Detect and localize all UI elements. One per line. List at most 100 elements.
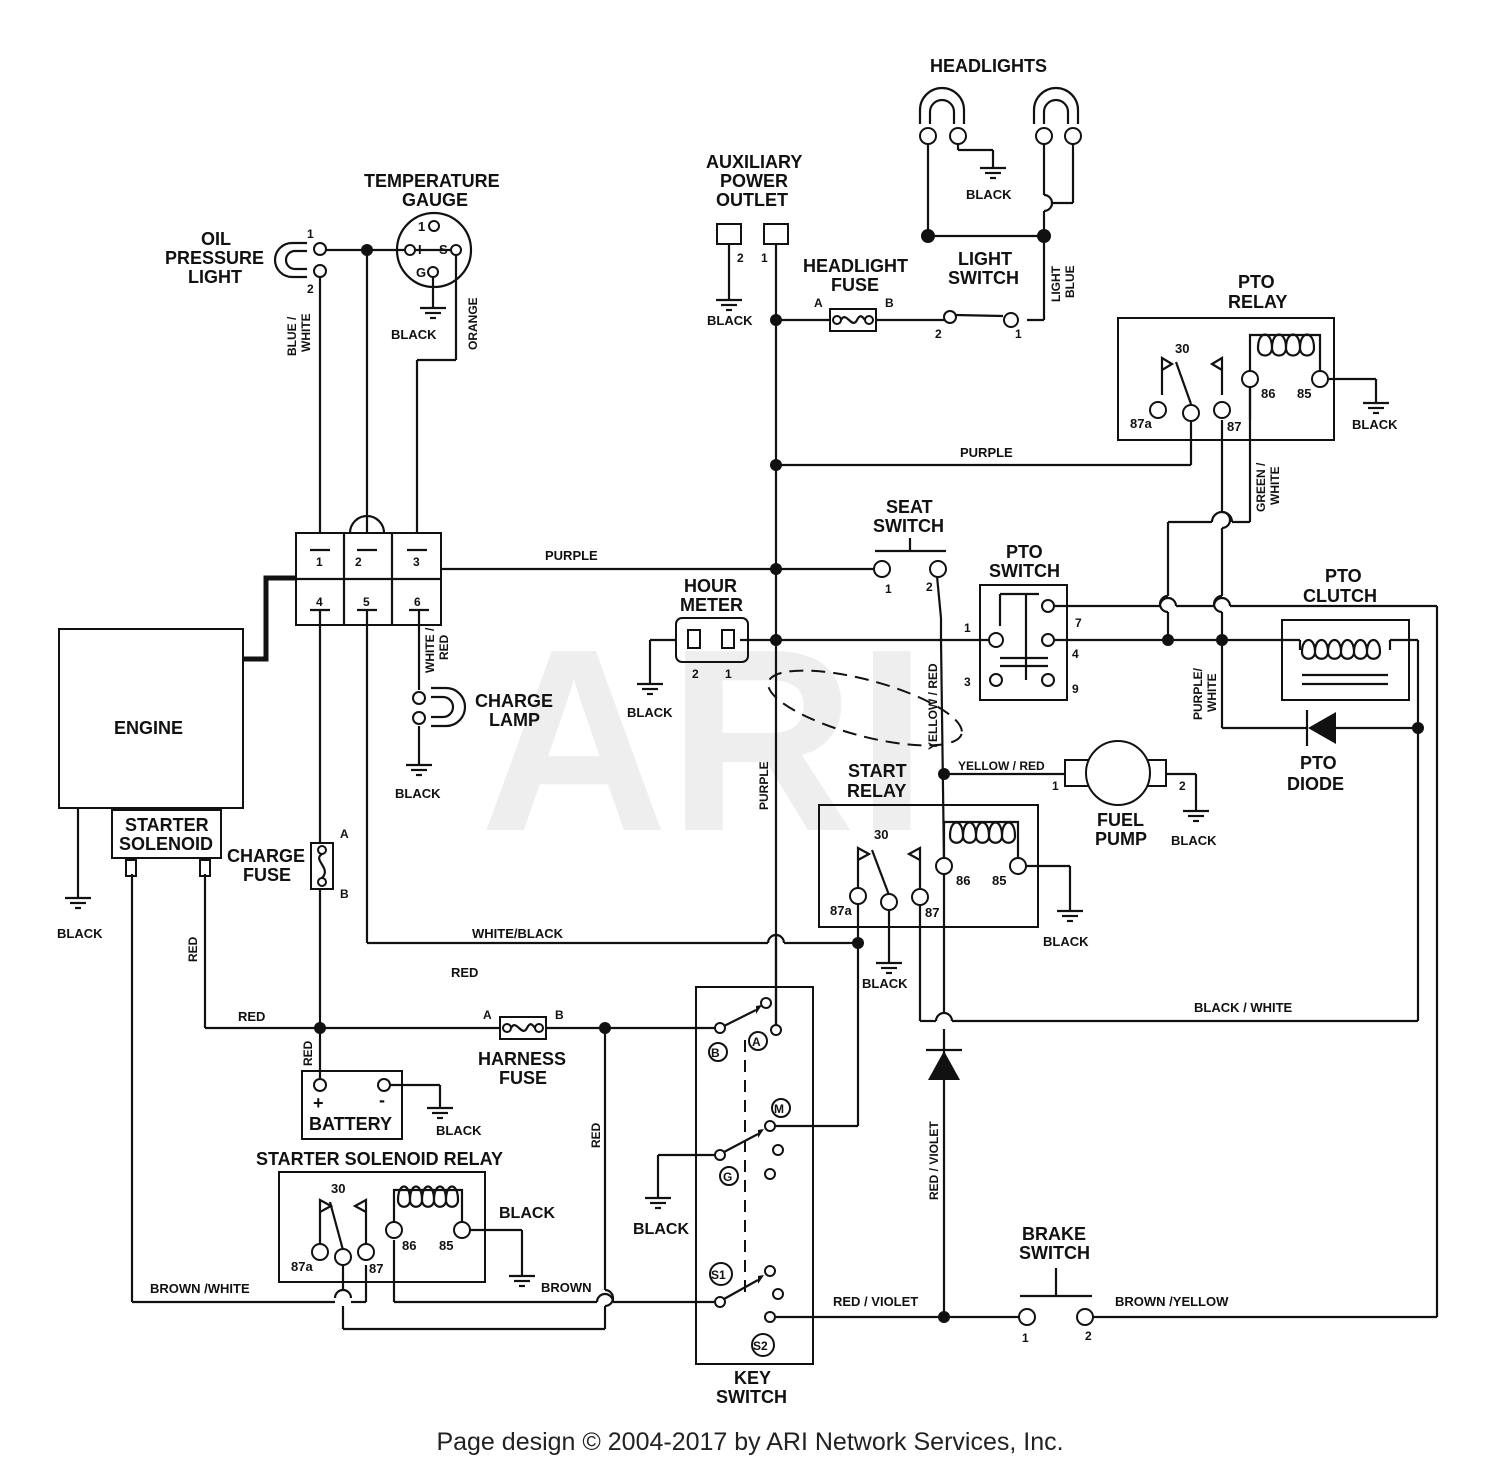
svg-text:4: 4 [316,595,323,609]
blue-white-wire-label-2: WHITE [299,313,313,352]
brown-wire-label: BROWN [541,1280,592,1295]
svg-text:PTO: PTO [1300,753,1337,773]
start-relay: START RELAY 30 87a 87 86 85 BLACK BLACK [818,761,1089,991]
svg-text:1: 1 [418,219,425,234]
red-wire-label-4: RED [301,1040,315,1066]
fuel-pump-ground-label: BLACK [1171,833,1217,848]
svg-text:85: 85 [439,1238,453,1253]
svg-text:PTO: PTO [1238,272,1275,292]
svg-text:SWITCH: SWITCH [873,516,944,536]
solenoid-relay-ground-label: BLACK [499,1205,555,1222]
svg-text:1: 1 [761,251,768,265]
brown-white-wire-label: BROWN /WHITE [150,1281,250,1296]
auxiliary-power-outlet: AUXILIARY POWER OUTLET 2 1 BLACK [706,152,802,328]
svg-text:87: 87 [369,1261,383,1276]
svg-text:SWITCH: SWITCH [716,1387,787,1407]
red-wire-label-5: RED [589,1122,603,1148]
svg-text:CLUTCH: CLUTCH [1303,586,1377,606]
svg-text:I: I [418,242,422,257]
key-switch: B A M G S1 S2 KEY SWITCH BLACK [633,986,814,1407]
svg-text:B: B [711,1046,720,1060]
white-black-wire-label: WHITE/BLACK [472,926,564,941]
svg-text:STARTER: STARTER [125,815,209,835]
pto-switch: PTO SWITCH 1 3 7 4 9 [964,542,1082,701]
svg-text:87: 87 [925,905,939,920]
svg-text:2: 2 [307,282,314,296]
svg-text:87a: 87a [291,1259,313,1274]
seat-switch: SEAT SWITCH 1 2 [873,497,947,596]
starter-solenoid-relay: STARTER SOLENOID RELAY 30 87a 87 86 85 B… [150,1149,592,1296]
battery: + - BATTERY BLACK [301,1070,482,1140]
svg-text:BATTERY: BATTERY [309,1114,392,1134]
engine: ENGINE STARTER SOLENOID BLACK [57,628,244,941]
svg-text:4: 4 [1072,647,1079,661]
wires [76,144,1439,1331]
svg-text:2: 2 [355,555,362,569]
svg-text:1: 1 [307,227,314,241]
light-blue-wire-label-2: BLUE [1063,265,1077,298]
svg-text:30: 30 [331,1181,345,1196]
svg-text:86: 86 [402,1238,416,1253]
svg-text:B: B [340,887,349,901]
svg-text:LAMP: LAMP [489,710,540,730]
red-violet-wire-label-1: RED / VIOLET [927,1121,941,1200]
pto-relay-ground-label: BLACK [1352,417,1398,432]
svg-text:S2: S2 [753,1339,768,1353]
red-wire-label-2: RED [451,965,478,980]
svg-text:CHARGE: CHARGE [227,846,305,866]
yellow-red-wire-label-2: YELLOW / RED [958,759,1045,773]
svg-text:FUEL: FUEL [1097,810,1144,830]
svg-text:HARNESS: HARNESS [478,1049,566,1069]
svg-text:SWITCH: SWITCH [989,561,1060,581]
svg-text:A: A [814,296,823,310]
svg-text:B: B [555,1008,564,1022]
svg-text:2: 2 [692,667,699,681]
svg-text:G: G [723,1170,732,1184]
pto-clutch: PTO CLUTCH PURPLE/ WHITE [1191,566,1410,720]
svg-text:86: 86 [1261,386,1275,401]
svg-text:FUSE: FUSE [243,865,291,885]
svg-text:FUSE: FUSE [499,1068,547,1088]
svg-text:9: 9 [1072,682,1079,696]
svg-text:1: 1 [1052,779,1059,793]
svg-text:METER: METER [680,595,743,615]
svg-text:2: 2 [1179,779,1186,793]
purple-wire-label-2: PURPLE [545,548,598,563]
svg-text:FUSE: FUSE [831,275,879,295]
purple-wire-label-3: PURPLE [757,761,771,810]
pto-relay: PTO RELAY 30 87a 87 86 85 BLACK PURPLE G… [960,272,1398,512]
svg-text:PTO: PTO [1006,542,1043,562]
svg-text:2: 2 [935,327,942,341]
svg-text:A: A [340,827,349,841]
watermark: ARI [480,596,928,886]
hour-meter-ground-label: BLACK [627,705,673,720]
svg-text:1: 1 [964,621,971,635]
svg-text:DIODE: DIODE [1287,774,1344,794]
headlight-ground-label: BLACK [966,187,1012,202]
svg-text:2: 2 [1085,1329,1092,1343]
engine-ground-label: BLACK [57,926,103,941]
light-blue-wire-label-1: LIGHT [1049,265,1063,302]
red-wire-label-3: RED [238,1009,265,1024]
svg-text:2: 2 [737,251,744,265]
charge-lamp-ground-label: BLACK [395,786,441,801]
green-white-wire-label-1: GREEN / [1254,462,1268,512]
purple-white-wire-label-1: PURPLE/ [1191,667,1205,720]
svg-text:AUXILIARY: AUXILIARY [706,152,802,172]
svg-text:S1: S1 [711,1268,726,1282]
svg-text:A: A [752,1035,761,1049]
red-violet-diode: RED / VIOLET [926,1048,962,1200]
svg-text:HOUR: HOUR [684,576,737,596]
black-white-wire-label: BLACK / WHITE [1194,1000,1293,1015]
harness-fuse: A B HARNESS FUSE [478,1008,566,1088]
svg-text:87: 87 [1227,419,1241,434]
svg-text:1: 1 [1015,327,1022,341]
svg-text:30: 30 [1175,341,1189,356]
blue-white-wire-label-1: BLUE / [285,316,299,356]
svg-text:SOLENOID: SOLENOID [119,834,213,854]
svg-text:SEAT: SEAT [886,497,933,517]
svg-text:86: 86 [956,873,970,888]
svg-text:A: A [483,1008,492,1022]
svg-text:POWER: POWER [720,171,788,191]
